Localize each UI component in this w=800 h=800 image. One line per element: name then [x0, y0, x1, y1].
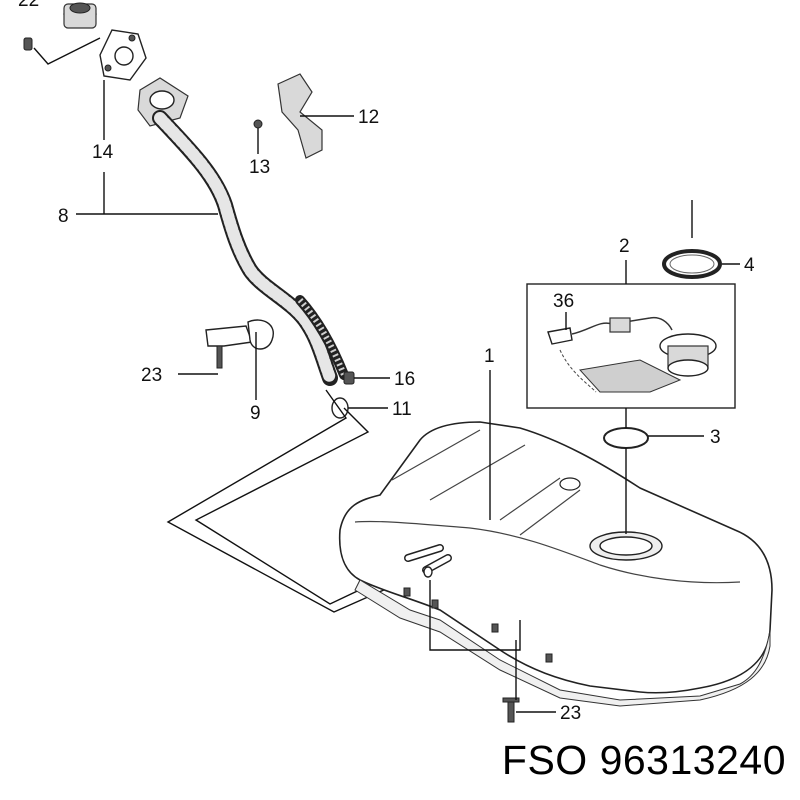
callout-23-left: 23: [141, 365, 162, 386]
callout-13: 13: [249, 157, 270, 178]
callout-2: 2: [619, 236, 630, 257]
callout-4: 4: [744, 255, 755, 276]
fuel-tank-part: [338, 421, 773, 707]
callout-16: 16: [394, 369, 415, 390]
fuel-pump-part: [547, 316, 717, 393]
part-number-caption: FSO 96313240: [501, 737, 786, 783]
callout-3: 3: [710, 427, 721, 448]
callout-36: 36: [553, 291, 574, 312]
callout-1: 1: [484, 346, 495, 367]
callout-8: 8: [58, 206, 69, 227]
callout-9: 9: [250, 403, 261, 424]
filler-flange-part: [99, 29, 147, 81]
callout-22: 22: [18, 0, 39, 11]
clamp-16-part: [343, 371, 355, 385]
filler-pipe-part: [152, 110, 338, 386]
bolt-23-bottom-part: [502, 697, 520, 723]
callout-23-bottom: 23: [560, 703, 581, 724]
screw-22-part: [23, 37, 33, 51]
callout-11: 11: [392, 399, 412, 420]
callout-12: 12: [358, 107, 379, 128]
nut-13-part: [253, 119, 263, 129]
filler-neck-housing-part: [137, 77, 189, 127]
tank-pipes-part: [404, 544, 452, 578]
callout-14: 14: [92, 142, 114, 163]
filler-cap-part: [63, 2, 97, 29]
bracket-9-part: [205, 319, 274, 369]
vent-hose-part: [295, 295, 349, 380]
gasket-3-part: [603, 427, 649, 449]
pump-assembly-frame: [526, 283, 736, 409]
lock-ring-4-part: [662, 249, 722, 279]
